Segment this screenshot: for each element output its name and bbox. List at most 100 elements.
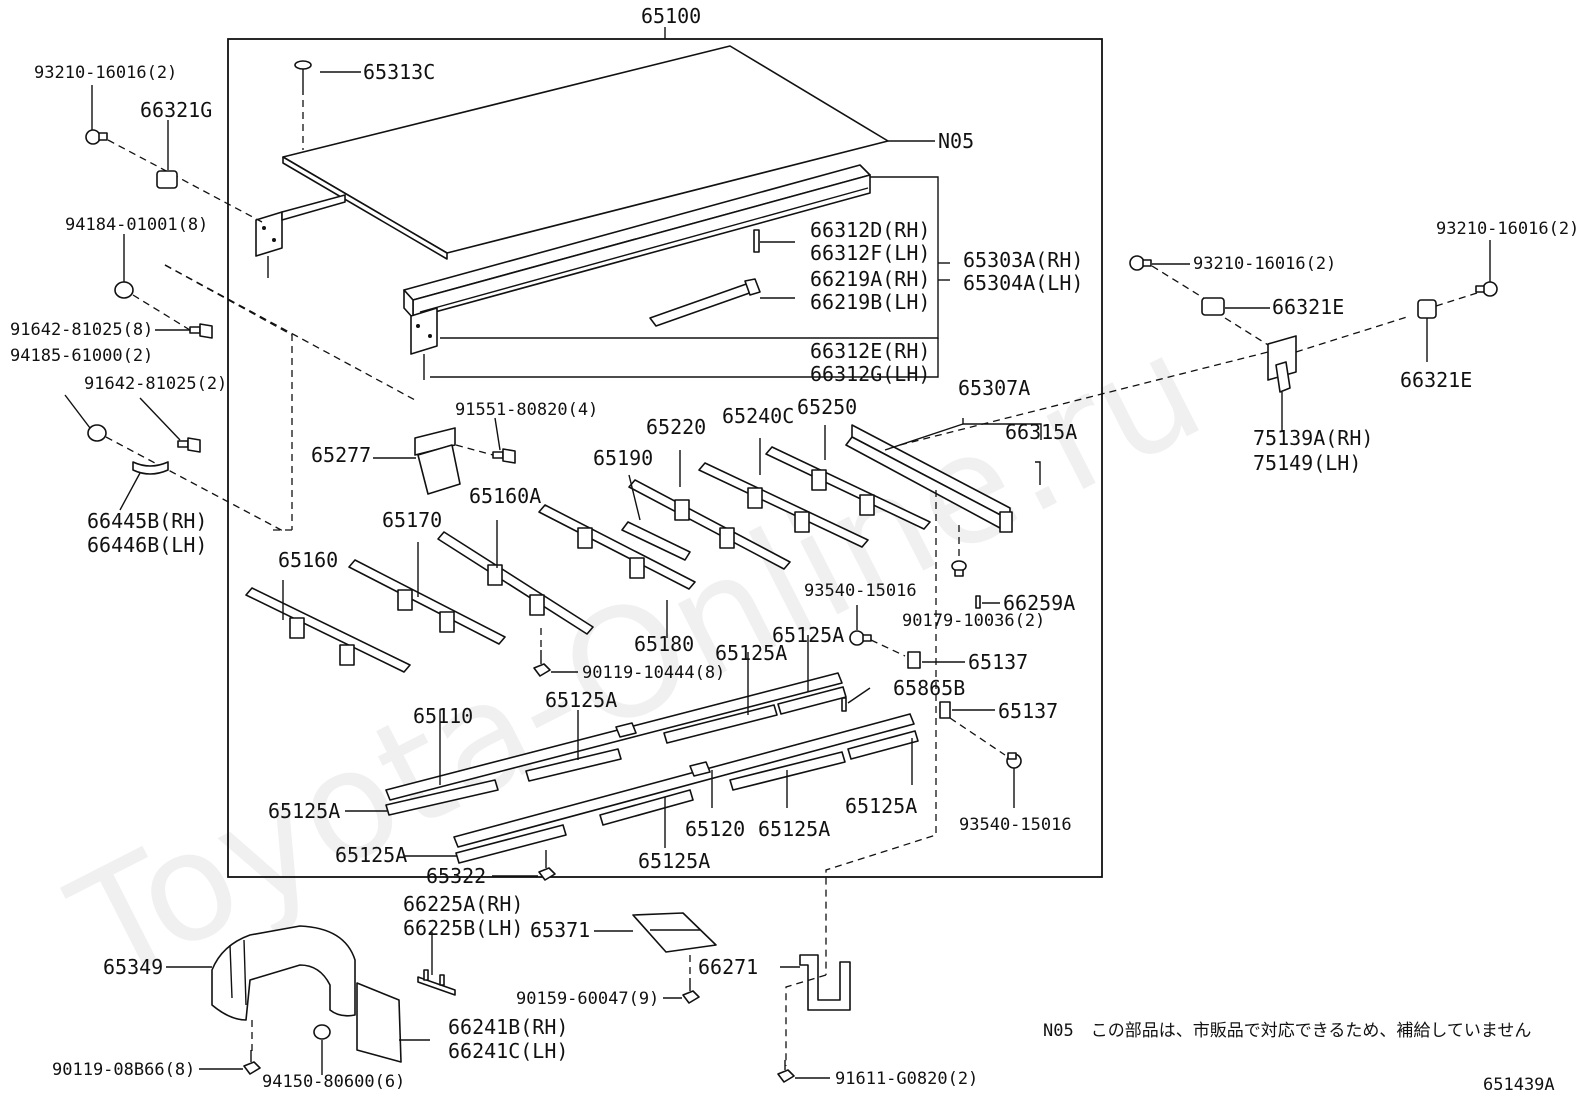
label-93540-b: 93540-15016 <box>959 815 1072 835</box>
label-66225b: 66225B(LH) <box>403 916 523 940</box>
label-90159: 90159-60047(9) <box>516 989 659 1009</box>
label-65137-b: 65137 <box>998 699 1058 723</box>
nut-94150-part <box>313 1024 331 1040</box>
label-66271: 66271 <box>698 955 758 979</box>
label-65125a-5: 65125A <box>335 843 407 867</box>
label-66446b: 66446B(LH) <box>87 533 207 557</box>
plate-66445b-part <box>132 461 169 475</box>
bolt-90119-08b66-part <box>243 1050 261 1075</box>
bracket-65277-part <box>414 427 461 495</box>
rail-bracket-part <box>410 307 438 380</box>
label-66312d: 66312D(RH) <box>810 218 930 242</box>
bracket-66225a-part <box>417 969 456 996</box>
label-65250: 65250 <box>797 395 857 419</box>
label-66445b: 66445B(RH) <box>87 509 207 533</box>
label-94184: 94184-01001(8) <box>65 215 208 235</box>
label-90119-10444: 90119-10444(8) <box>582 663 725 683</box>
label-93540-a: 93540-15016 <box>804 581 917 601</box>
bracket-66271-part <box>799 954 851 1011</box>
label-65160: 65160 <box>278 548 338 572</box>
bolt-93540-b-part <box>1006 752 1022 769</box>
watermark-text: Toyota-Online.ru <box>46 301 1227 1018</box>
side-rail-part <box>403 164 871 319</box>
screw-65313c-part <box>294 60 312 95</box>
bolt-93210-left-part <box>85 129 108 145</box>
hinge-75139a-part <box>1267 335 1297 393</box>
cushion-66321e-r1-part <box>1201 297 1225 316</box>
label-65865b: 65865B <box>893 676 965 700</box>
label-66315a: 66315A <box>1005 420 1077 444</box>
pin-66259a-part <box>975 595 981 609</box>
label-66241c: 66241C(LH) <box>448 1039 568 1063</box>
crossmember-65190-part <box>621 521 691 561</box>
label-65125a-8: 65125A <box>845 794 917 818</box>
crossmember-65170-part <box>348 559 506 645</box>
label-66219b: 66219B(LH) <box>810 290 930 314</box>
crossmember-65220-part <box>628 479 791 570</box>
fender-65349-part <box>211 925 356 1021</box>
label-65137-a: 65137 <box>968 650 1028 674</box>
cushion-66321g-part <box>156 170 178 189</box>
label-65180: 65180 <box>634 632 694 656</box>
bolt-91611-part <box>777 1060 795 1083</box>
label-93210-left: 93210-16016(2) <box>34 63 177 83</box>
label-65322: 65322 <box>426 864 486 888</box>
label-75149: 75149(LH) <box>1253 451 1361 475</box>
clip-65137-a-part <box>907 651 921 669</box>
bolt-93210-r2-part <box>1475 281 1498 297</box>
bolt-65322-part <box>538 850 556 881</box>
pin-66315a-part <box>1035 461 1041 485</box>
pin-66312d-part <box>753 229 760 253</box>
nut-94185-part <box>87 424 107 442</box>
sill-65120-part <box>453 713 915 848</box>
label-65313c: 65313C <box>363 60 435 84</box>
crossmember-65240c-part <box>698 462 869 548</box>
label-65307a: 65307A <box>958 376 1030 400</box>
label-75139a: 75139A(RH) <box>1253 426 1373 450</box>
label-66321e-r2: 66321E <box>1400 368 1472 392</box>
label-66259a: 66259A <box>1003 591 1075 615</box>
crossmember-65160a-part <box>437 531 594 635</box>
label-90119-08b66: 90119-08B66(8) <box>52 1060 195 1080</box>
bolt-93210-r1-part <box>1129 255 1152 271</box>
cushion-66321e-r2-part <box>1417 299 1437 319</box>
shim-parts <box>385 686 919 864</box>
label-66312f: 66312F(LH) <box>810 241 930 265</box>
label-65125a-7: 65125A <box>758 817 830 841</box>
bolt-91642-2-part <box>177 437 201 453</box>
label-91551: 91551-80820(4) <box>455 400 598 420</box>
plate-65371-part <box>632 912 717 953</box>
label-93210-r2: 93210-16016(2) <box>1436 219 1579 239</box>
label-66321e-r1: 66321E <box>1272 295 1344 319</box>
mudflap-66241b-part <box>356 982 402 1063</box>
crossmember-65180-part <box>538 504 696 590</box>
label-n05: N05 <box>938 129 974 153</box>
label-91642-2: 91642-81025(2) <box>84 374 227 394</box>
label-66225a: 66225A(RH) <box>403 892 523 916</box>
label-91611: 91611-G0820(2) <box>835 1069 978 1089</box>
label-66241b: 66241B(RH) <box>448 1015 568 1039</box>
label-65240c: 65240C <box>722 404 794 428</box>
label-66321g: 66321G <box>140 98 212 122</box>
label-65170: 65170 <box>382 508 442 532</box>
label-65120: 65120 <box>685 817 745 841</box>
label-90179: 90179-10036(2) <box>902 611 1045 631</box>
label-65277: 65277 <box>311 443 371 467</box>
label-65125a-6: 65125A <box>638 849 710 873</box>
label-66219a: 66219A(RH) <box>810 267 930 291</box>
label-65110: 65110 <box>413 704 473 728</box>
note-n05: N05 この部品は、市販品で対応できるため、補給していません <box>1043 1021 1531 1041</box>
label-65125a-3: 65125A <box>545 688 617 712</box>
bolt-93540-a-part <box>849 630 872 646</box>
nut-94184-part <box>114 281 134 299</box>
left-hinge-bracket-part <box>255 194 346 278</box>
label-65349: 65349 <box>103 955 163 979</box>
clip-65137-b-part <box>939 701 951 719</box>
diagram-code: 651439A <box>1483 1075 1555 1095</box>
label-65220: 65220 <box>646 415 706 439</box>
pin-65865b-part <box>841 697 847 712</box>
stay-66219a-part <box>649 278 761 327</box>
label-65125a-2: 65125A <box>715 641 787 665</box>
label-65304a: 65304A(LH) <box>963 271 1083 295</box>
